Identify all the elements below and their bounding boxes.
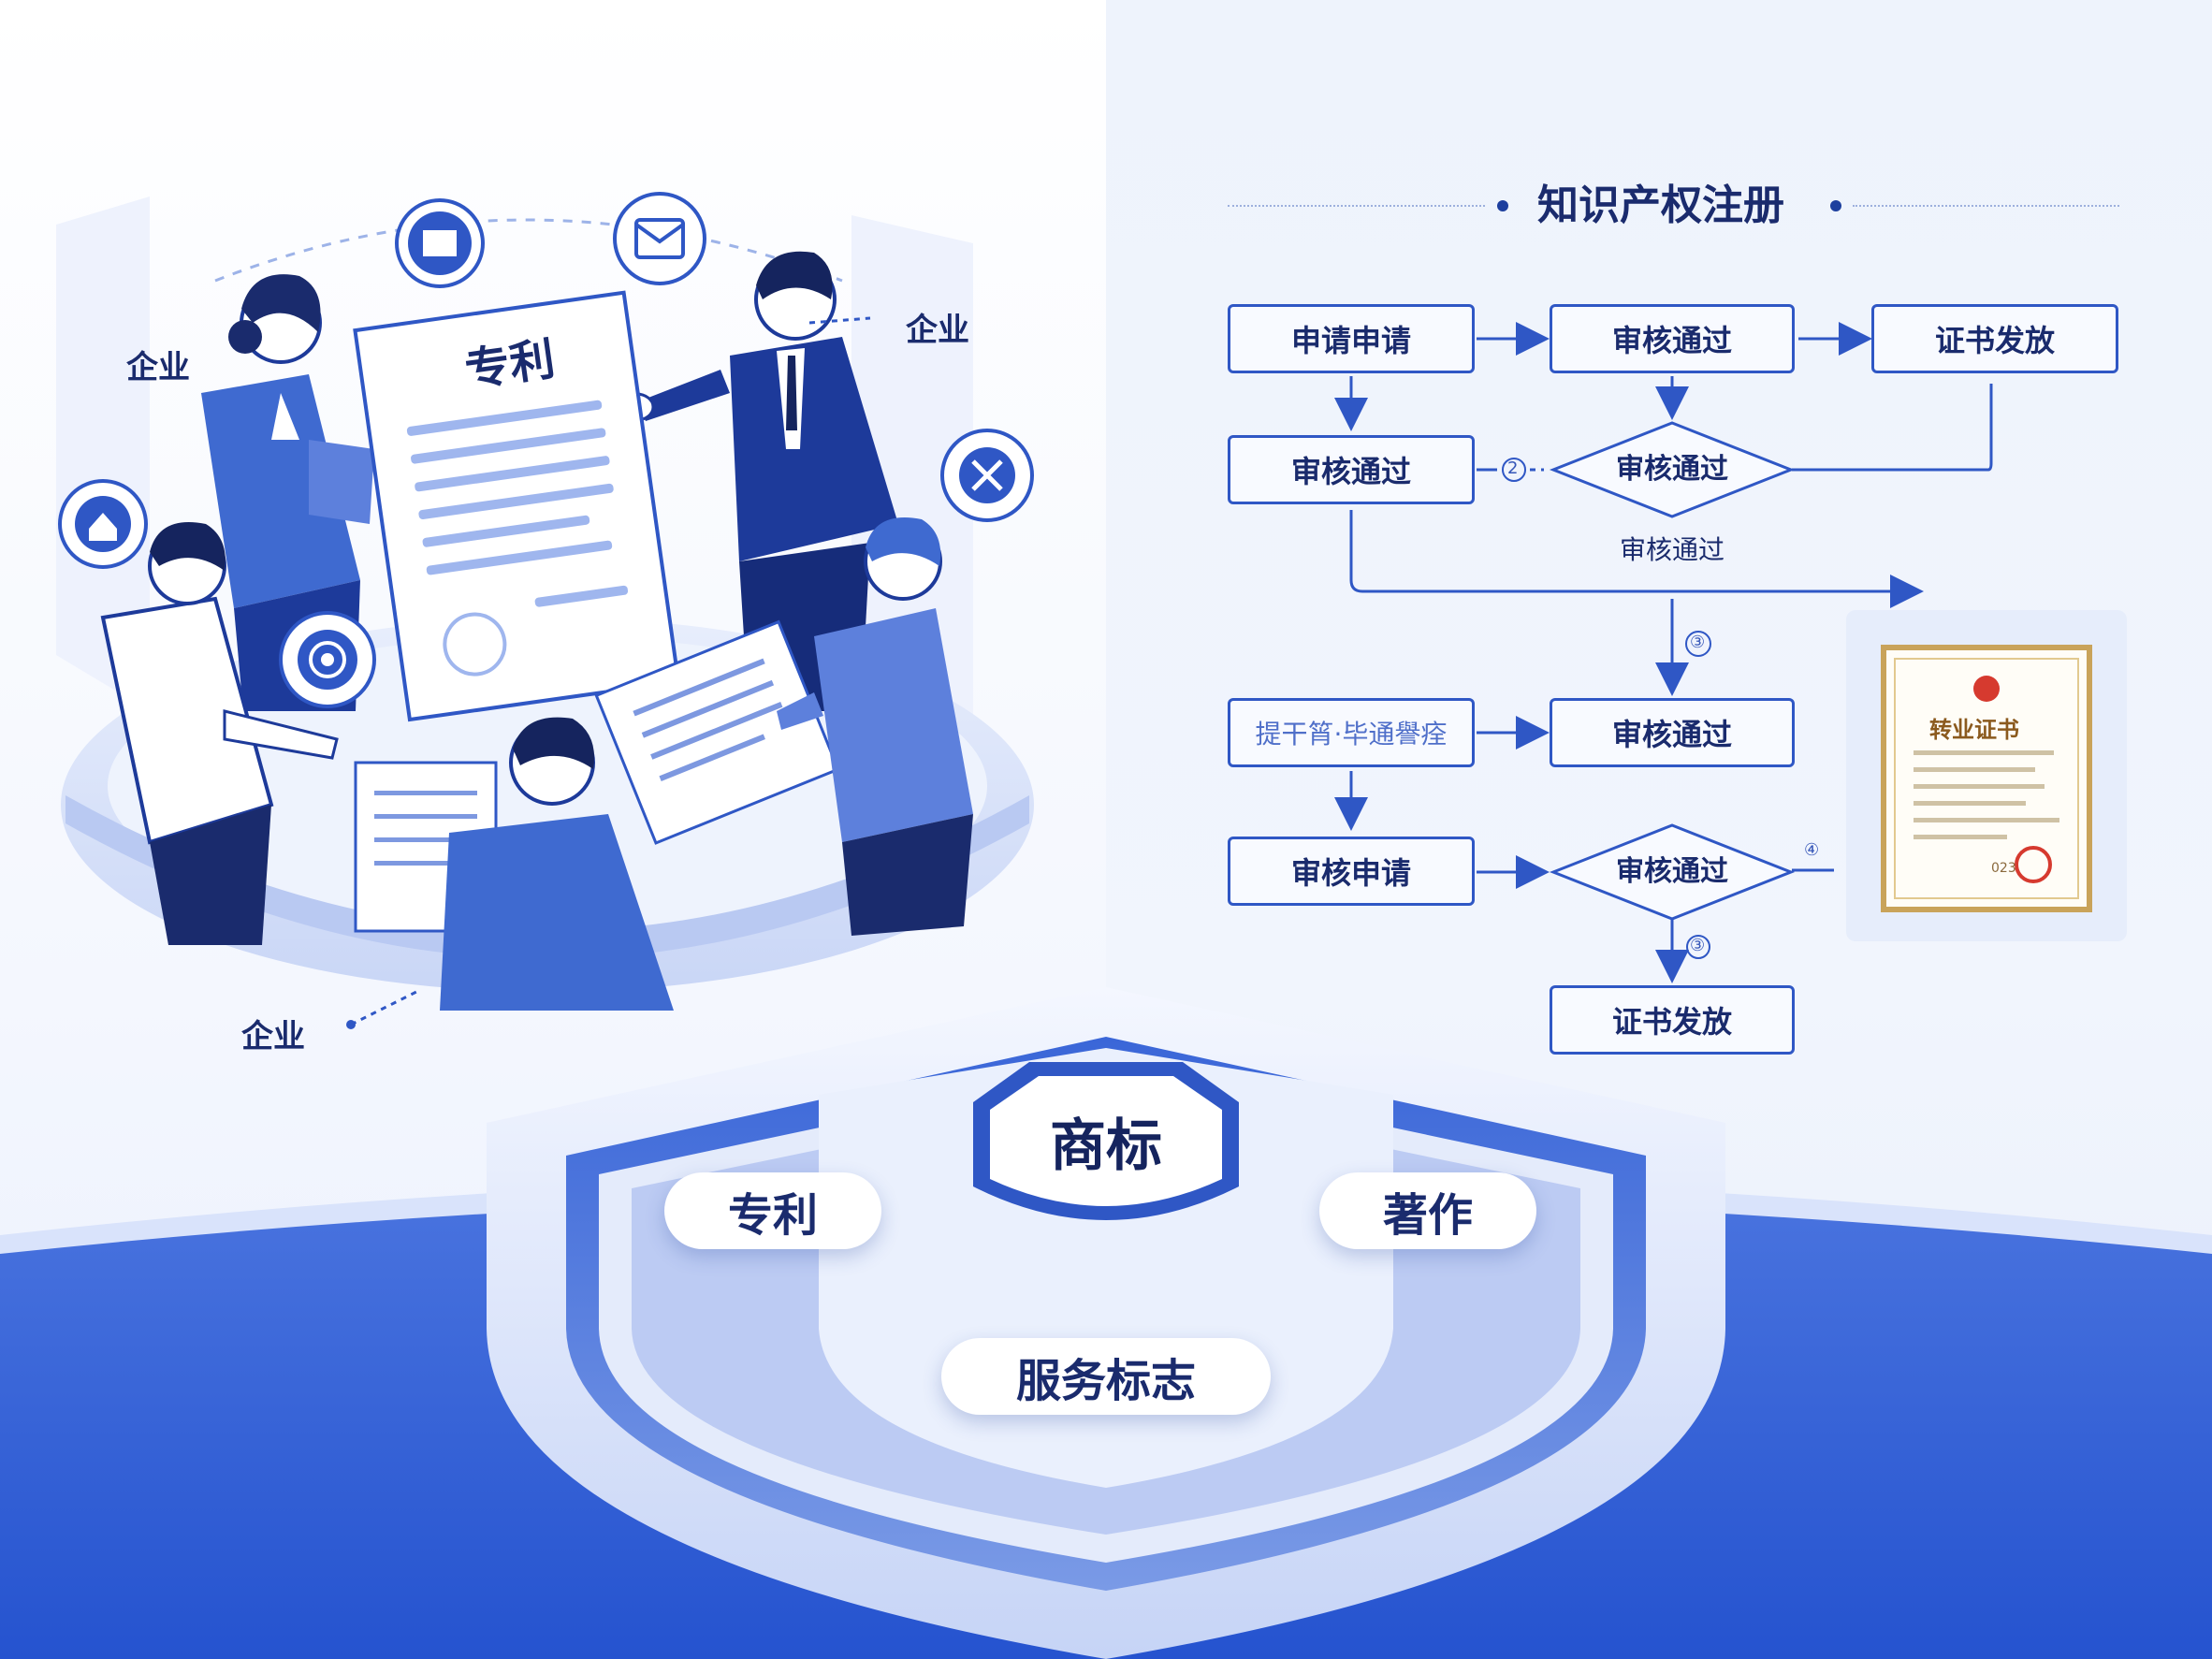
- step-marker-2: 2: [1507, 458, 1519, 478]
- certificate-code: 023: [1991, 861, 2016, 876]
- decision-label-1: 审核通过: [1616, 453, 1728, 486]
- man-writing-figure: [440, 717, 674, 1011]
- x-circle-icon: [940, 429, 1034, 522]
- protection-shield: [0, 987, 2212, 1659]
- step-marker-3b: ③: [1690, 936, 1706, 955]
- decision-diamond-1: [1549, 421, 1796, 518]
- flow-node-certificate: 证书发放: [1871, 304, 2118, 373]
- spiral-icon: [279, 611, 376, 708]
- mail-icon: [613, 192, 706, 285]
- shield-label-service-mark: 服务标志: [941, 1338, 1271, 1415]
- flow-node-review-apply: 审核申请: [1228, 837, 1475, 906]
- company-label-right: 企业: [906, 312, 969, 349]
- certificate-card: [1846, 610, 2127, 941]
- shield-label-patent: 专利: [664, 1172, 881, 1249]
- decision-label-2: 审核通过: [1616, 855, 1728, 888]
- flow-note-review: 审核通过: [1619, 534, 1724, 565]
- flow-node-submit: 提干筲·毕通譽痊: [1228, 698, 1475, 767]
- man-seated-right-figure: [777, 517, 973, 936]
- red-seal-icon: [2015, 846, 2052, 883]
- flow-node-review-2: 审核通过: [1228, 435, 1475, 504]
- title-divider-right: [1853, 205, 2119, 207]
- company-label-bottom: 企业: [241, 1018, 305, 1055]
- title-dot-right: [1830, 200, 1841, 211]
- step-marker-4: ④: [1804, 840, 1820, 860]
- orbit-arc: [214, 218, 843, 283]
- man-seated-left-figure: [100, 522, 339, 945]
- company-label-left: 企业: [126, 349, 190, 386]
- certificate-title: 转业证书: [1929, 717, 2019, 743]
- decision-diamond-2: [1549, 823, 1796, 921]
- flow-node-review-3: 审核通过: [1550, 698, 1795, 767]
- step-marker-3a: ③: [1690, 633, 1706, 652]
- shield-label-copyright: 著作: [1319, 1172, 1536, 1249]
- table-document-right: [594, 619, 840, 845]
- title-divider-left: [1228, 205, 1485, 207]
- flow-node-review: 审核通过: [1550, 304, 1795, 373]
- flow-node-certificate-2: 证书发放: [1550, 985, 1795, 1055]
- connector-line: [350, 990, 417, 1026]
- flow-node-apply: 申请申请: [1228, 304, 1475, 373]
- side-panel-left: [56, 196, 150, 711]
- table-front: [65, 795, 1029, 959]
- patent-document: [353, 290, 681, 722]
- shield-doc-icon: [395, 198, 485, 288]
- team-illustration: [56, 192, 1034, 1029]
- title-dot-left: [1497, 200, 1508, 211]
- house-shield-icon: [58, 479, 148, 569]
- shield-center-label: 商标: [1050, 1113, 1162, 1179]
- emblem-icon: [1973, 676, 2000, 702]
- flowchart-title: 知识产权注册: [1537, 182, 1784, 229]
